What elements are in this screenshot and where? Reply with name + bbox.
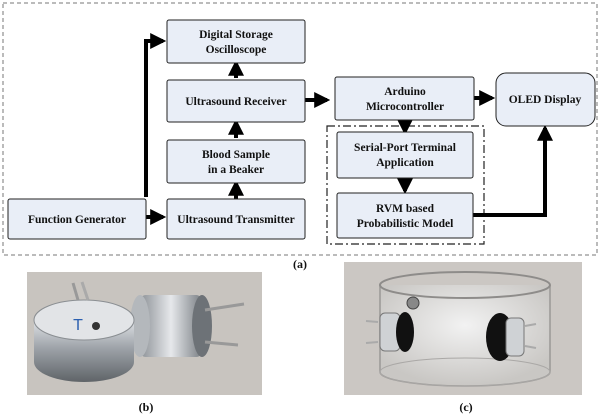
oled-display-label: OLED Display: [509, 94, 582, 106]
mounted-transducer-left: [365, 296, 420, 352]
blood-sample-label-1: Blood Sample: [202, 149, 270, 161]
caption-c: (c): [459, 400, 472, 414]
oscilloscope-label-1: Digital Storage: [199, 29, 273, 41]
transducer-right: [130, 295, 245, 357]
serial-port-label-2: Application: [376, 157, 434, 169]
ultrasound-transmitter-box: [166, 198, 306, 240]
transducer-marking: T: [73, 317, 83, 334]
panel-a-outer-frame: [2, 2, 598, 256]
blood-sample-box: [166, 139, 306, 184]
blood-sample-label-2: in a Beaker: [208, 164, 264, 176]
serial-port-box: [336, 131, 474, 179]
oscilloscope-box: [166, 19, 306, 64]
ultrasound-transmitter-label: Ultrasound Transmitter: [177, 214, 294, 226]
photo-c-beaker: [344, 262, 582, 395]
rvm-model-box: [336, 192, 474, 239]
ultrasound-receiver-label: Ultrasound Receiver: [185, 96, 286, 108]
arduino-label-2: Microcontroller: [366, 101, 444, 113]
arrow-rvm-to-oled: [472, 124, 553, 217]
processing-group-frame: [326, 125, 485, 245]
arrow-fg-to-oscilloscope: [144, 33, 167, 197]
arduino-label-1: Arduino: [384, 86, 426, 98]
rvm-model-label-1: RVM based: [376, 203, 435, 215]
oled-display-box: [495, 72, 596, 127]
function-generator-box: [7, 198, 147, 240]
arduino-box: [334, 76, 475, 121]
serial-port-label-1: Serial-Port Terminal: [354, 142, 456, 154]
caption-a: (a): [293, 257, 307, 271]
transducer-left: T: [33, 281, 135, 382]
oscilloscope-label-2: Oscilloscope: [206, 44, 267, 56]
caption-b: (b): [139, 400, 154, 414]
rvm-model-label-2: Probabilistic Model: [357, 218, 454, 230]
ultrasound-receiver-box: [166, 79, 306, 123]
photo-b-transducers: T: [27, 272, 262, 395]
mounted-transducer-right: [486, 313, 537, 361]
function-generator-label: Function Generator: [28, 214, 126, 226]
